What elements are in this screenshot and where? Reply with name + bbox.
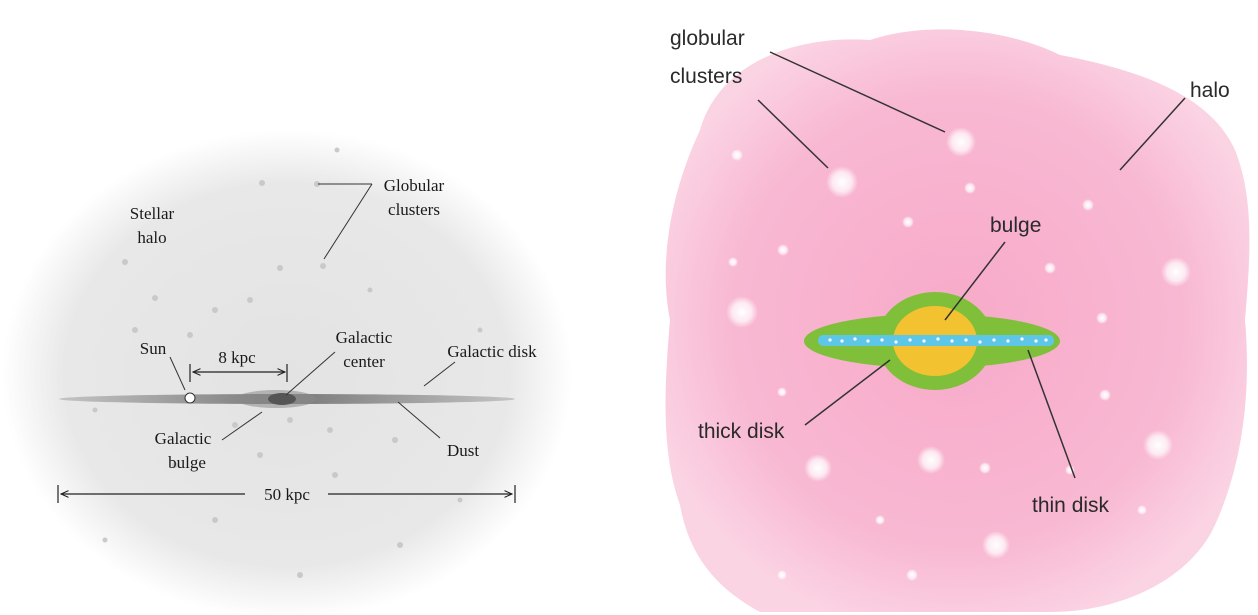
dust-label: Dust xyxy=(447,441,479,460)
galactic-disk-label: Galactic disk xyxy=(447,342,537,361)
thin-disk xyxy=(818,335,1054,346)
galactic-center-core xyxy=(268,393,296,405)
sun-label: Sun xyxy=(140,339,167,358)
galactic-center-label-line2: center xyxy=(343,352,385,371)
thick-disk-label: thick disk xyxy=(698,420,785,443)
fifty-kpc-label: 50 kpc xyxy=(264,485,310,504)
globular-clusters-label-line1-right: globular xyxy=(670,27,745,50)
globular-clusters-label-line2-right: clusters xyxy=(670,65,742,88)
stellar-halo-label-line1: Stellar xyxy=(130,204,175,223)
sun-marker xyxy=(185,393,195,403)
globular-clusters-label-line2: clusters xyxy=(388,200,440,219)
galactic-bulge-label-line2: bulge xyxy=(168,453,206,472)
left-milky-way-diagram: Stellar halo Globular clusters Sun 8 kpc… xyxy=(2,130,572,615)
eight-kpc-label: 8 kpc xyxy=(218,348,256,367)
halo-label: halo xyxy=(1190,79,1230,102)
stellar-halo-label-line2: halo xyxy=(137,228,166,247)
globular-clusters-label-line1: Globular xyxy=(384,176,445,195)
galactic-bulge-label-line1: Galactic xyxy=(155,429,212,448)
bulge-label: bulge xyxy=(990,214,1041,237)
thin-disk-label: thin disk xyxy=(1032,494,1110,517)
right-galaxy-components-diagram: globular clusters halo bulge thick disk … xyxy=(666,27,1250,612)
galactic-center-label-line1: Galactic xyxy=(336,328,393,347)
